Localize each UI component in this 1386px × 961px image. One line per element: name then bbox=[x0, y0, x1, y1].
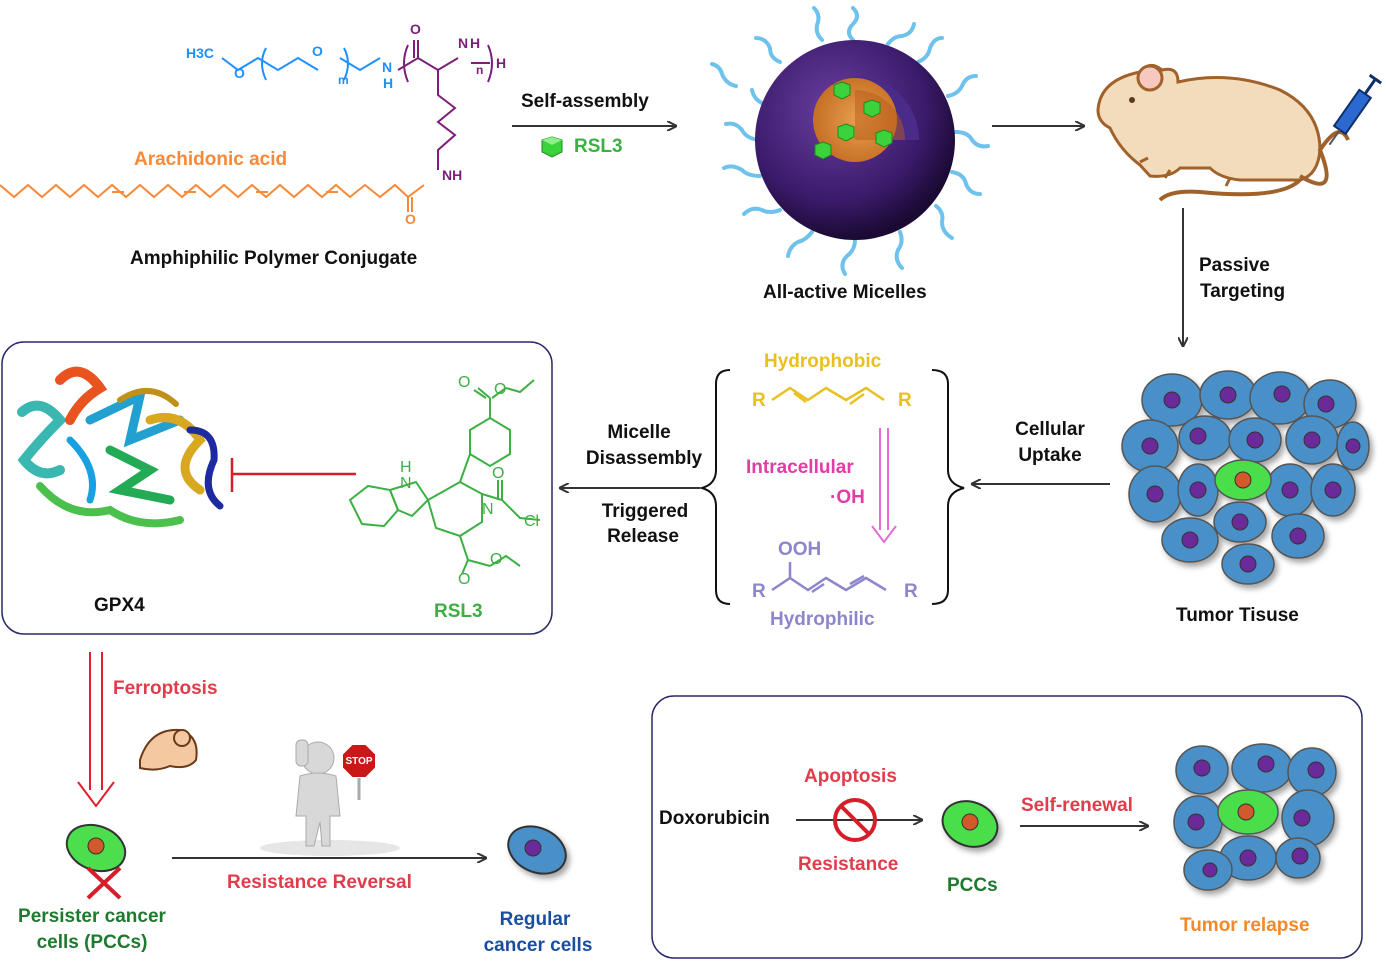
formula-carbonyl-o: O bbox=[410, 21, 421, 37]
formula-sub-m: m bbox=[338, 73, 349, 87]
mechanism-bracket bbox=[698, 369, 965, 605]
micelle-title: All-active Micelles bbox=[763, 282, 927, 303]
pcc-line2: cells (PCCs) bbox=[36, 932, 148, 953]
muscle-arm-icon bbox=[139, 728, 198, 771]
pcc-cell-crossed bbox=[65, 823, 127, 900]
tumor-tissue-title: Tumor Tisuse bbox=[1176, 605, 1299, 626]
gpx4-panel bbox=[1, 341, 553, 635]
rsl3-label: RSL3 bbox=[434, 601, 483, 622]
tumor-relapse-label: Tumor relapse bbox=[1180, 915, 1310, 936]
formula-o1: O bbox=[234, 65, 245, 81]
regular-line2: cancer cells bbox=[483, 935, 593, 956]
formula-h-end: H bbox=[496, 55, 506, 71]
formula-h-amine: H bbox=[470, 35, 480, 51]
relapse-tumor bbox=[1173, 743, 1337, 891]
stop-sign-text: STOP bbox=[345, 756, 372, 767]
arachidonic-acid-label: Arachidonic acid bbox=[134, 149, 288, 170]
r-left-hydrophilic: R bbox=[752, 581, 766, 602]
rsl3-cargo-label: RSL3 bbox=[574, 136, 623, 157]
stop-figure-icon: STOP bbox=[260, 739, 400, 856]
rsl3-atom-o5: O bbox=[490, 551, 503, 568]
r-left-hydrophobic: R bbox=[752, 390, 766, 411]
cellular-uptake-line1: Cellular bbox=[1015, 419, 1085, 440]
resistance-label: Resistance bbox=[798, 854, 899, 875]
polymer-structure: H3C O O m N H O N H n H NH O bbox=[0, 21, 506, 227]
pccs-label: PCCs bbox=[947, 875, 998, 896]
hydrophobic-label: Hydrophobic bbox=[764, 351, 882, 372]
rsl3-atom-o4: O bbox=[458, 571, 471, 588]
polymer-title: Amphiphilic Polymer Conjugate bbox=[130, 248, 418, 269]
tumor-tissue bbox=[1121, 370, 1370, 585]
cellular-uptake-line2: Uptake bbox=[1018, 445, 1082, 466]
rsl3-atom-o2: O bbox=[494, 381, 507, 398]
regular-cell bbox=[507, 825, 567, 875]
rsl3-atom-o3: O bbox=[492, 465, 505, 482]
micelle-illustration bbox=[710, 6, 990, 276]
apoptosis-label: Apoptosis bbox=[804, 766, 897, 787]
no-entry-icon bbox=[833, 798, 877, 842]
hydrophilic-structure bbox=[771, 562, 887, 594]
doxorubicin-label: Doxorubicin bbox=[659, 808, 770, 829]
trigger-arrow bbox=[871, 428, 897, 544]
formula-h-amide: H bbox=[383, 75, 393, 91]
pcc-cell bbox=[941, 800, 999, 848]
rsl3-atom-cl: Cl bbox=[524, 513, 540, 530]
release-line4: Release bbox=[607, 526, 679, 547]
rsl3-atom-n2: N bbox=[482, 501, 494, 518]
release-line1: Micelle bbox=[607, 422, 671, 443]
resistance-panel bbox=[651, 695, 1363, 959]
self-assembly-label: Self-assembly bbox=[521, 91, 649, 112]
formula-sub-n: n bbox=[476, 63, 483, 77]
release-line2: Disassembly bbox=[585, 448, 703, 469]
ooh-label: OOH bbox=[778, 539, 822, 560]
formula-n-amine: N bbox=[458, 35, 468, 51]
r-right-hydrophilic: R bbox=[904, 581, 918, 602]
r-right-hydrophobic: R bbox=[898, 390, 912, 411]
formula-n-amide: N bbox=[382, 59, 392, 75]
rsl3-atom-h: H bbox=[400, 459, 412, 476]
formula-nh-side: NH bbox=[442, 167, 462, 183]
pcc-line1: Persister cancer bbox=[18, 906, 166, 927]
release-line3: Triggered bbox=[601, 501, 689, 522]
self-renewal-label: Self-renewal bbox=[1021, 795, 1133, 816]
ferroptosis-label: Ferroptosis bbox=[113, 678, 218, 699]
ferroptosis-arrow bbox=[77, 652, 115, 808]
regular-line1: Regular bbox=[499, 909, 571, 930]
passive-targeting-line2: Targeting bbox=[1200, 281, 1286, 302]
gpx4-label: GPX4 bbox=[94, 595, 145, 616]
rsl3-atom-o1: O bbox=[458, 374, 471, 391]
hydrophilic-label: Hydrophilic bbox=[770, 609, 875, 630]
inhibition-symbol bbox=[230, 458, 356, 492]
formula-h3c: H3C bbox=[186, 45, 214, 61]
trigger-line1: Intracellular bbox=[746, 457, 854, 478]
rsl3-cube-icon bbox=[541, 136, 563, 158]
resistance-reversal-label: Resistance Reversal bbox=[227, 872, 412, 893]
rsl3-structure bbox=[348, 379, 541, 575]
formula-o2: O bbox=[312, 43, 323, 59]
rsl3-atom-n1: N bbox=[400, 475, 412, 492]
trigger-line2: ·OH bbox=[830, 487, 865, 508]
passive-targeting-line1: Passive bbox=[1199, 255, 1270, 276]
formula-carbonyl-o2: O bbox=[405, 211, 416, 227]
mouse-icon bbox=[1096, 64, 1382, 202]
hydrophobic-structure bbox=[771, 386, 885, 406]
gpx4-protein-image bbox=[17, 366, 224, 528]
